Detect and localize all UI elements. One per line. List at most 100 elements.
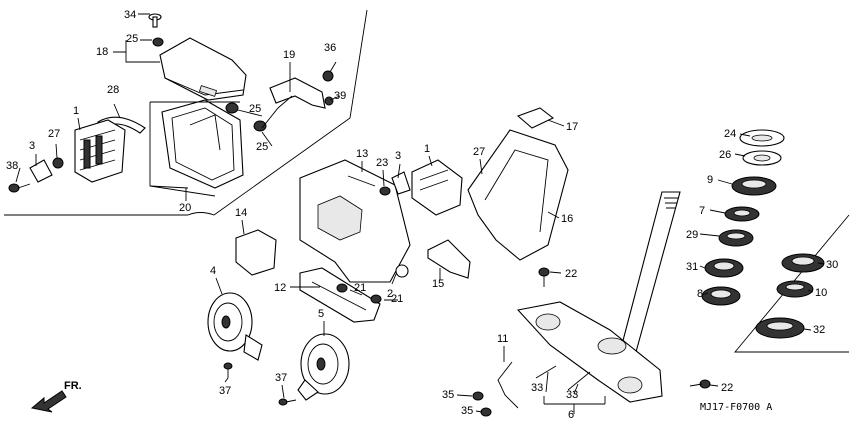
part-37-bolt-a [223,362,233,378]
callout-31: 31 [686,261,698,273]
callout-36: 36 [324,42,336,54]
callout-24: 24 [724,128,736,140]
part-39-bolt [324,96,334,106]
part-37-bolt-b [278,398,297,406]
part-31-bearing [704,258,744,278]
reference-code: MJ17-F0700 A [700,402,772,413]
callout-30: 30 [826,259,838,271]
part-4-horn [207,292,263,361]
part-22-bolt-a [538,267,550,287]
callout-4: 4 [210,265,216,277]
part-33-pin-a [535,365,557,379]
part-35-nut-b [480,407,492,417]
leader-lines [15,13,825,413]
part-stem-and-clamp [516,191,681,403]
part-21-nut-b [370,294,382,304]
part-8-race [701,286,741,306]
callout-25: 25 [126,33,138,45]
callout-29: 29 [686,229,698,241]
part-36-nut [322,70,334,82]
callout-37: 37 [275,372,287,384]
callout-7: 7 [699,205,705,217]
part-29-bearing [718,229,754,247]
callout-27: 27 [473,146,485,158]
part-30-bearing [781,253,825,273]
callout-17: 17 [566,121,578,133]
part-3-bracket-a [29,159,53,183]
callout-22: 22 [721,382,733,394]
part-33-pin-b [567,371,591,391]
callout-18: 18 [96,46,108,58]
callout-34: 34 [124,9,136,21]
part-23-nut [379,186,391,196]
callout-22: 22 [565,268,577,280]
part-21-nut-a [336,283,348,293]
callout-21: 21 [354,282,366,294]
part-22-bolt-b [689,379,711,389]
part-14-panel [235,229,277,276]
callout-8: 8 [697,288,703,300]
callout-39: 39 [334,90,346,102]
callout-19: 19 [283,49,295,61]
callout-23: 23 [376,157,388,169]
callout-11: 11 [497,333,508,345]
part-12-emblem [299,267,381,323]
part-10-race [776,280,814,298]
callout-16: 16 [561,213,573,225]
front-arrow-icon [30,390,67,413]
callout-27: 27 [48,128,60,140]
callout-25: 25 [249,103,261,115]
callout-26: 26 [719,149,731,161]
callout-38: 38 [6,160,18,172]
part-5-horn [297,333,350,401]
callout-1: 1 [424,143,430,155]
part-18-cover [159,37,247,101]
part-35-nut-a [472,391,484,401]
part-24-washer [739,129,785,147]
part-11-wire [497,361,519,409]
callout-6: 6 [568,409,574,421]
callout-3: 3 [395,150,401,162]
callout-32: 32 [813,324,825,336]
part-32-seal [755,317,805,339]
part-19-bracket [269,77,326,109]
part-34-bolt [148,13,162,28]
part-7-race [724,206,760,222]
part-25-nut-a [152,37,164,47]
callout-35: 35 [442,389,454,401]
callout-13: 13 [356,148,368,160]
part-3-bracket-b [391,171,411,195]
callout-33: 33 [531,382,543,394]
callout-3: 3 [29,140,35,152]
part-15-bracket [427,239,471,279]
part-20-box [149,99,244,197]
part-9-nut [731,176,777,196]
part-25-nut-c [253,120,267,132]
part-1-relay-a [74,119,126,183]
callout-33: 33 [566,389,578,401]
part-26-washer [742,150,782,166]
part-1-relay-b [411,159,463,216]
group-6-bracket-line [543,396,606,414]
callout-37: 37 [219,385,231,397]
callout-35: 35 [461,405,473,417]
callout-12: 12 [274,282,286,294]
callout-21: 21 [391,293,403,305]
part-17-grommet [516,107,555,129]
part-38-bolt [8,183,31,193]
callout-15: 15 [432,278,444,290]
callout-28: 28 [107,84,119,96]
part-25-nut-b [225,102,239,114]
part-2-collar [395,264,409,278]
part-27-grommet-a [52,157,64,169]
part-16-bracket [467,129,569,261]
callout-25: 25 [256,141,268,153]
callout-1: 1 [73,105,79,117]
callout-20: 20 [179,202,191,214]
callout-14: 14 [235,207,247,219]
callout-9: 9 [707,174,713,186]
front-marker-label: FR. [64,380,82,392]
callout-5: 5 [318,308,324,320]
